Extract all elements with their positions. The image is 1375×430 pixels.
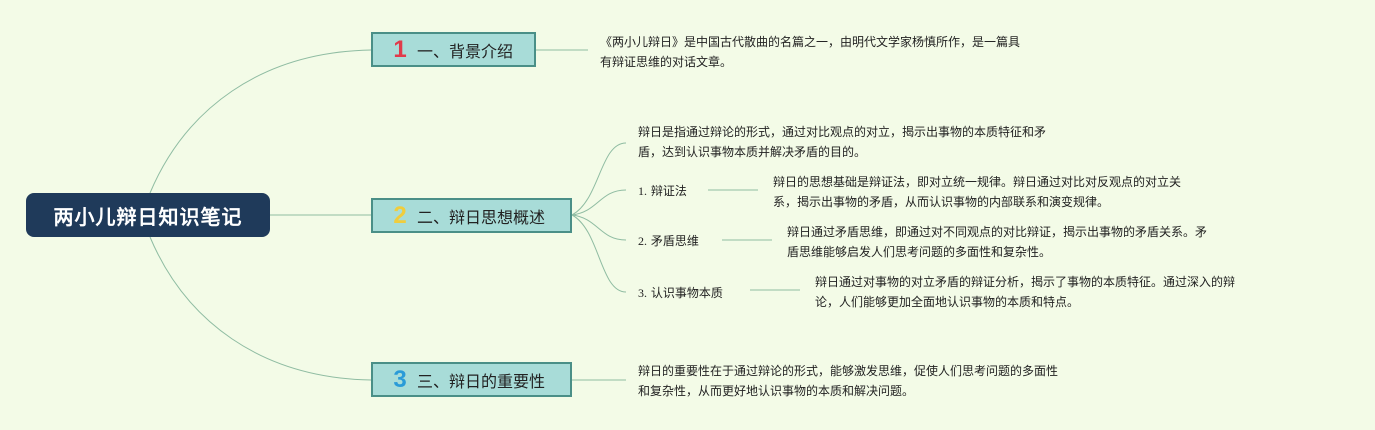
- note-line: 盾思维能够启发人们思考问题的多面性和复杂性。: [787, 245, 1052, 259]
- branch-overview[interactable]: 2 二、辩日思想概述: [371, 198, 572, 233]
- subtopic-number: 3.: [638, 286, 647, 300]
- dialectics-note: 辩日的思想基础是辩证法，即对立统一规律。辩日通过对比对反观点的对立关 系，揭示出…: [773, 172, 1181, 212]
- link-branch-2-sub-1: [571, 189, 627, 216]
- root-topic[interactable]: 两小儿辩日知识笔记: [26, 193, 270, 237]
- note-line: 和复杂性，从而更好地认识事物的本质和解决问题。: [638, 384, 915, 398]
- branch-label: 一、背景介绍: [417, 41, 514, 61]
- note-line: 辩日的重要性在于通过辩论的形式，能够激发思维，促使人们思考问题的多面性: [638, 364, 1059, 378]
- root-title: 两小儿辩日知识笔记: [53, 204, 243, 229]
- contradiction-thinking-note: 辩日通过矛盾思维，即通过对不同观点的对比辩证，揭示出事物的矛盾关系。矛 盾思维能…: [787, 222, 1207, 262]
- number-badge-2: 2: [393, 201, 407, 229]
- link-root-branch-3: [149, 236, 372, 381]
- subtopic-number: 2.: [638, 234, 647, 248]
- note-line: 系，揭示出事物的矛盾，从而认识事物的内部联系和演变规律。: [773, 195, 1110, 209]
- branch-label: 二、辩日思想概述: [417, 207, 546, 227]
- link-root-branch-1: [149, 49, 372, 194]
- subtopic-label: 认识事物本质: [650, 286, 723, 300]
- link-branch-2-note: [571, 142, 627, 216]
- number-badge-1: 1: [393, 35, 407, 63]
- note-line: 辩日是指通过辩论的形式，通过对比观点的对立，揭示出事物的本质特征和矛: [638, 125, 1047, 139]
- subtopic-contradiction-thinking[interactable]: 2. 矛盾思维: [638, 232, 699, 249]
- subtopic-essence[interactable]: 3. 认识事物本质: [638, 284, 723, 301]
- number-badge-3: 3: [393, 365, 407, 393]
- importance-note: 辩日的重要性在于通过辩论的形式，能够激发思维，促使人们思考问题的多面性 和复杂性…: [638, 361, 1058, 401]
- subtopic-label: 矛盾思维: [650, 234, 699, 248]
- link-branch-2-sub-3: [571, 214, 627, 293]
- branch-background[interactable]: 1 一、背景介绍: [371, 32, 536, 67]
- branch-label: 三、辩日的重要性: [417, 371, 546, 391]
- note-line: 论，人们能够更加全面地认识事物的本质和特点。: [815, 295, 1080, 309]
- note-line: 《两小儿辩日》是中国古代散曲的名篇之一，由明代文学家杨慎所作，是一篇具: [600, 35, 1021, 49]
- subtopic-label: 辩证法: [650, 184, 687, 198]
- subtopic-dialectics[interactable]: 1. 辩证法: [638, 182, 687, 199]
- note-line: 有辩证思维的对话文章。: [600, 55, 733, 69]
- link-branch-2-sub-2: [571, 214, 627, 241]
- essence-note: 辩日通过对事物的对立矛盾的辩证分析，揭示了事物的本质特征。通过深入的辩 论，人们…: [815, 272, 1235, 312]
- subtopic-number: 1.: [638, 184, 647, 198]
- note-line: 辩日通过对事物的对立矛盾的辩证分析，揭示了事物的本质特征。通过深入的辩: [815, 275, 1236, 289]
- background-note: 《两小儿辩日》是中国古代散曲的名篇之一，由明代文学家杨慎所作，是一篇具 有辩证思…: [600, 32, 1020, 72]
- overview-note: 辩日是指通过辩论的形式，通过对比观点的对立，揭示出事物的本质特征和矛 盾，达到认…: [638, 122, 1046, 162]
- note-line: 辩日通过矛盾思维，即通过对不同观点的对比辩证，揭示出事物的矛盾关系。矛: [787, 225, 1208, 239]
- note-line: 盾，达到认识事物本质并解决矛盾的目的。: [638, 145, 867, 159]
- branch-importance[interactable]: 3 三、辩日的重要性: [371, 362, 572, 397]
- note-line: 辩日的思想基础是辩证法，即对立统一规律。辩日通过对比对反观点的对立关: [773, 175, 1182, 189]
